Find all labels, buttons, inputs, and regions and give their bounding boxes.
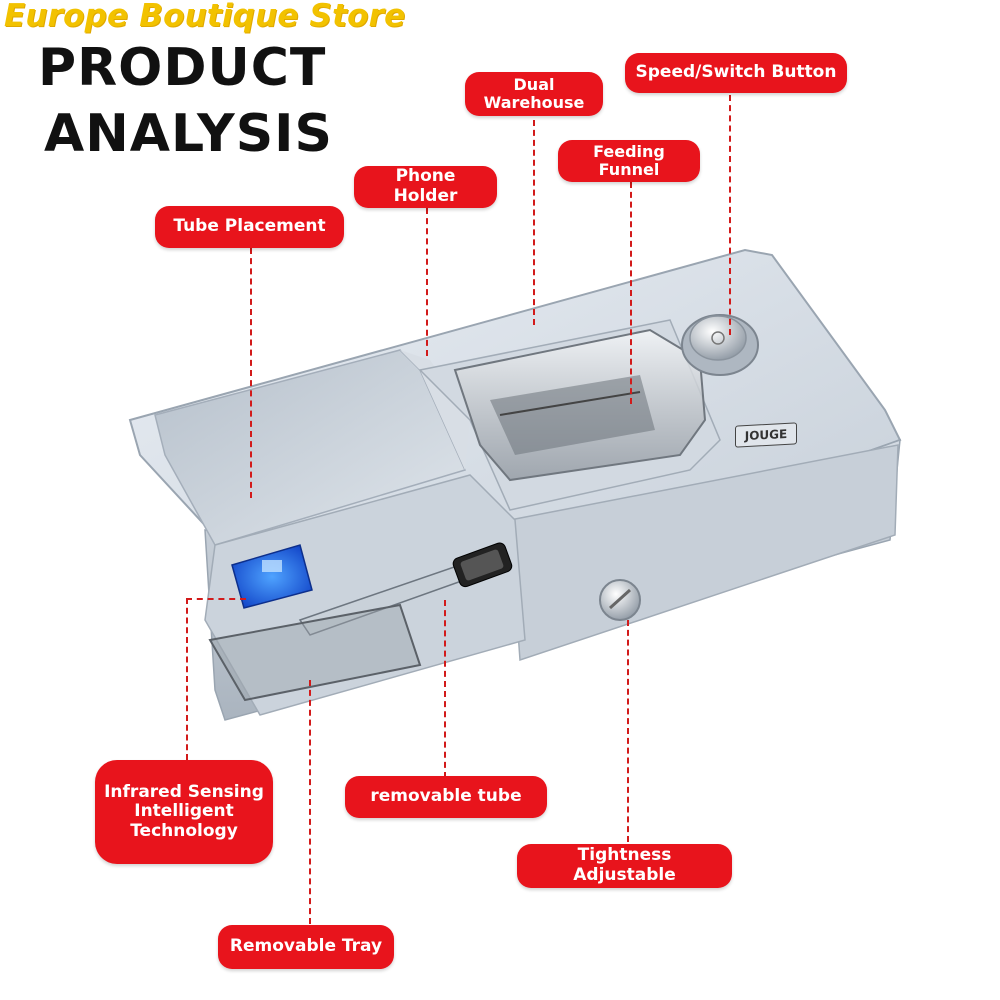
leader-removable-tube [444,600,446,778]
brand-plate: JOUGE [735,422,797,448]
leader-tube-placement [250,248,252,498]
leader-dual-warehouse [533,110,535,325]
title-line-2: ANALYSIS [44,104,333,164]
leader-speed-switch [729,95,731,335]
callout-speed-switch: Speed/Switch Button [625,53,847,93]
callout-phone-holder: Phone Holder [354,166,497,208]
callout-infrared: Infrared Sensing Intelligent Technology [95,760,273,864]
callout-tube-placement: Tube Placement [155,206,344,248]
leader-infrared-horizontal [186,598,246,600]
title-line-1: PRODUCT [38,38,327,98]
leader-feeding-funnel [630,182,632,404]
callout-removable-tray: Removable Tray [218,925,394,969]
callout-tightness: Tightness Adjustable [517,844,732,888]
callout-feeding-funnel: Feeding Funnel [558,140,700,182]
store-banner: Europe Boutique Store [4,0,406,34]
leader-infrared [186,598,188,760]
leader-tightness [627,620,629,842]
leader-removable-tray [309,680,311,924]
callout-removable-tube: removable tube [345,776,547,818]
leader-phone-holder [426,208,428,356]
callout-dual-warehouse: Dual Warehouse [465,72,603,116]
